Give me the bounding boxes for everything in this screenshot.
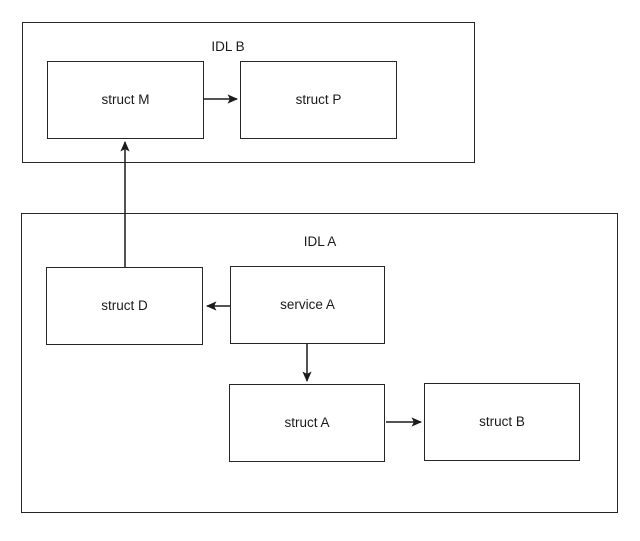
node-struct-p-label: struct P: [295, 92, 342, 108]
node-struct-b[interactable]: struct B: [424, 383, 580, 461]
node-struct-b-label: struct B: [479, 414, 525, 430]
node-struct-d[interactable]: struct D: [46, 267, 203, 345]
container-idl-b-label: IDL B: [211, 39, 245, 54]
node-struct-d-label: struct D: [101, 298, 148, 314]
node-struct-m[interactable]: struct M: [47, 61, 204, 139]
container-idl-a[interactable]: [21, 213, 618, 513]
node-struct-a-label: struct A: [284, 415, 330, 431]
node-struct-a[interactable]: struct A: [229, 384, 385, 462]
node-struct-m-label: struct M: [101, 92, 150, 108]
node-service-a-label: service A: [280, 297, 335, 313]
container-idl-b[interactable]: [22, 22, 475, 163]
node-struct-p[interactable]: struct P: [240, 61, 397, 139]
node-service-a[interactable]: service A: [230, 266, 385, 344]
container-idl-a-label: IDL A: [303, 234, 337, 249]
